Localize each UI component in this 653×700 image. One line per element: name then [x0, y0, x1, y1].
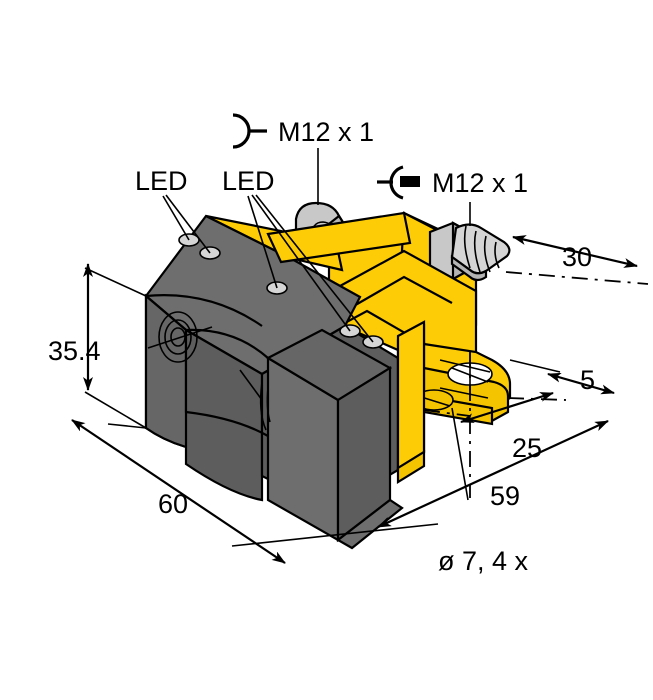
dim-line-5 — [547, 372, 615, 395]
right-m12-male-plug — [428, 221, 511, 282]
sensor-body-group — [144, 201, 512, 550]
male-connector-icon — [232, 113, 267, 149]
dim-line-30 — [512, 235, 638, 268]
ext-line-35-top — [84, 267, 147, 297]
female-connector-icon — [377, 165, 420, 200]
dim-line-60 — [71, 419, 286, 564]
dim-label-bracket-thickness: 5 — [580, 365, 595, 395]
yellow-top-strip-2 — [266, 211, 412, 264]
dimension-lines — [71, 235, 649, 564]
dim-line-25 — [460, 391, 554, 424]
dim-label-length: 60 — [158, 489, 188, 519]
dim-label-depth: 30 — [562, 242, 592, 272]
ext-line-30 — [505, 271, 649, 285]
hole-note-label: ø 7, 4 x — [438, 546, 529, 576]
led-label-left: LED — [135, 166, 188, 196]
connector-right-label: M12 x 1 — [432, 168, 528, 198]
sensing-face-target-icon — [147, 311, 213, 363]
dim-label-overall-width: 59 — [490, 481, 520, 511]
connector-top-label: M12 x 1 — [278, 117, 374, 147]
dim-label-hole-spacing: 25 — [512, 433, 542, 463]
dim-label-height: 35.4 — [48, 336, 101, 366]
led-label-right: LED — [222, 166, 275, 196]
ext-line-35-bot — [84, 391, 147, 429]
dim-line-59 — [377, 420, 609, 528]
